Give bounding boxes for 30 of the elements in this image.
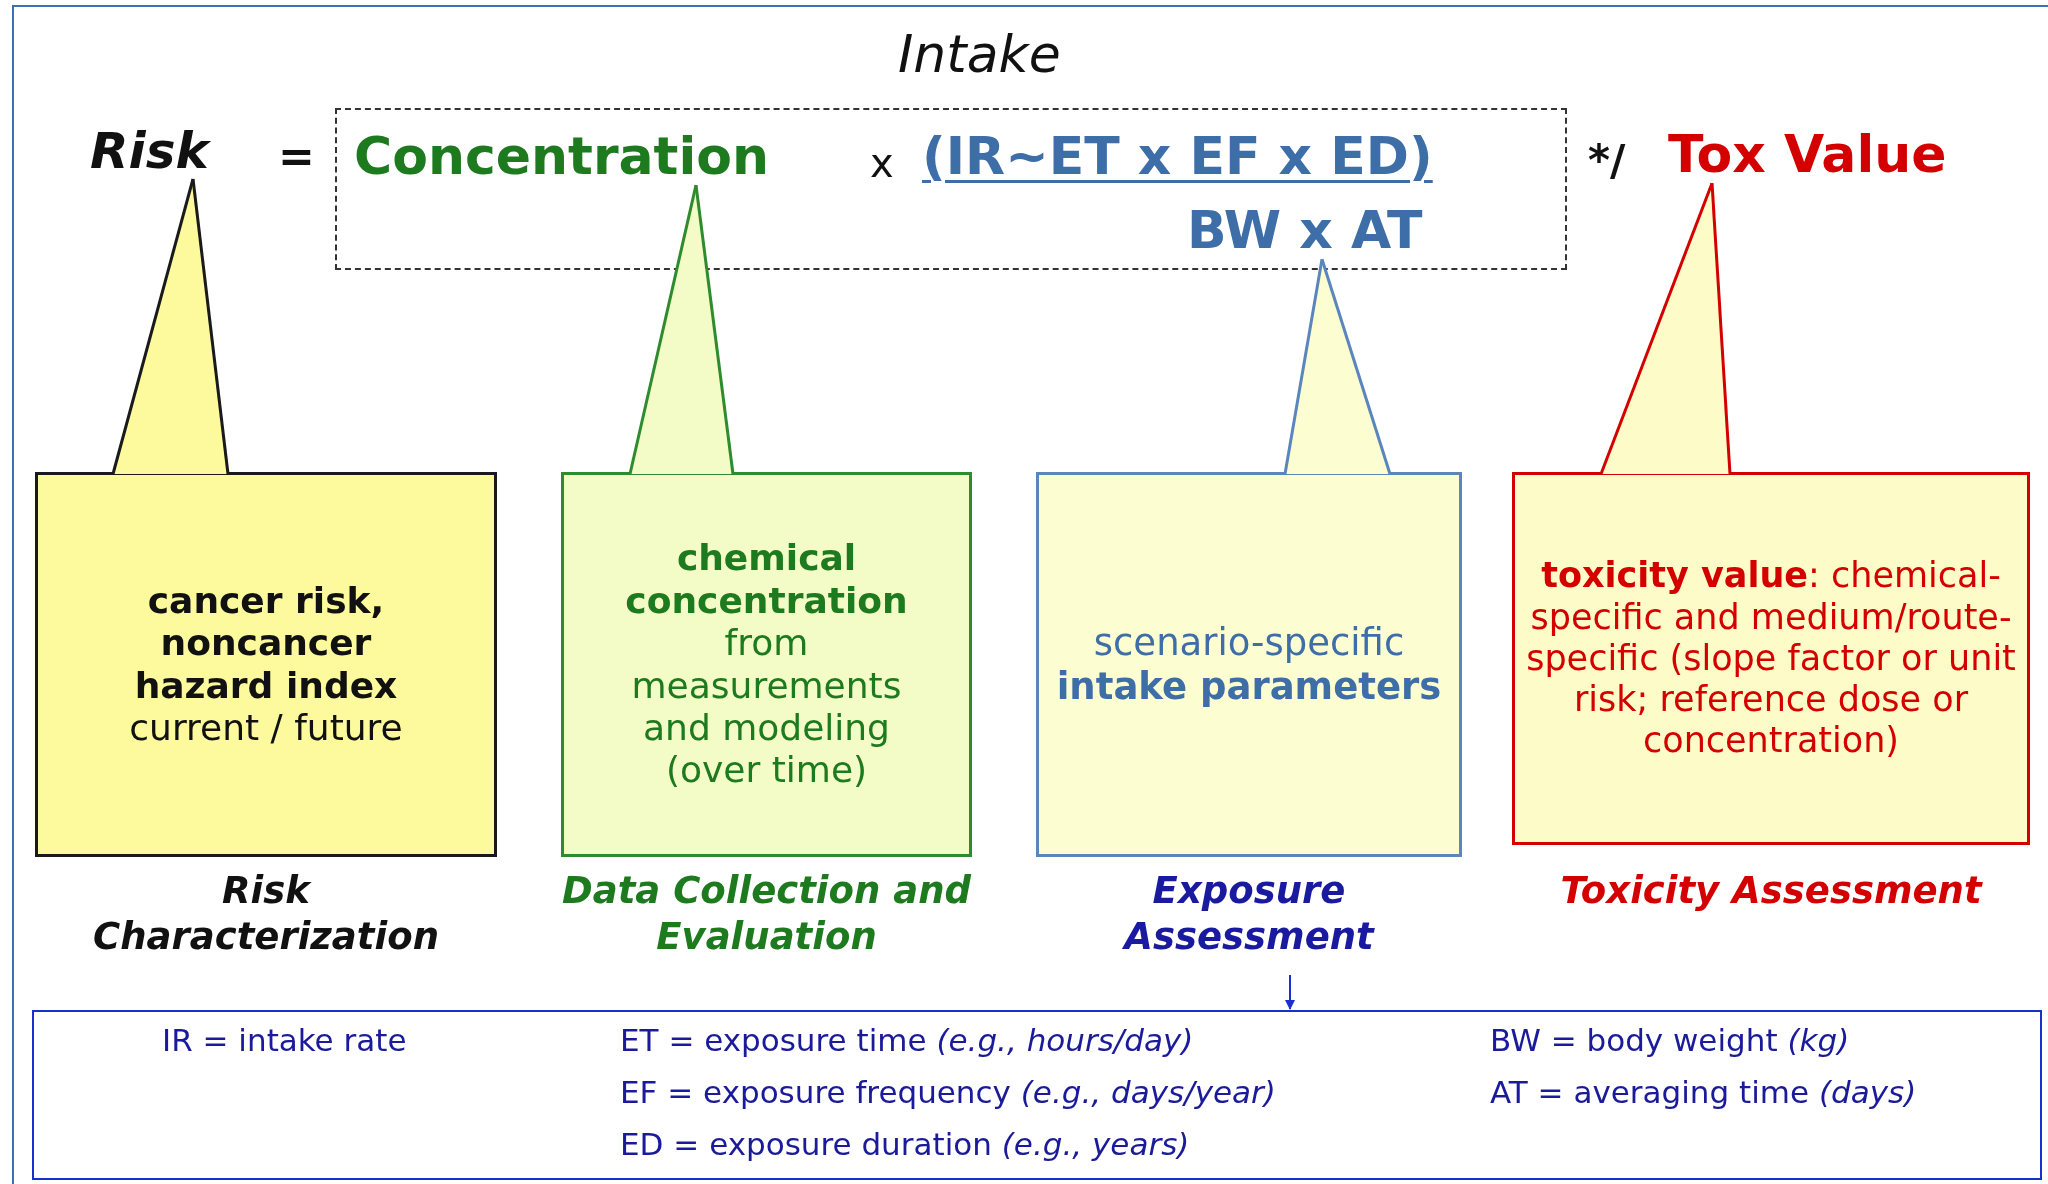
formula-term: Tox Value <box>1668 126 1947 184</box>
callout-text: scenario-specific <box>1093 620 1405 665</box>
callout-box <box>35 472 497 857</box>
callout-text: intake parameters <box>1056 664 1442 709</box>
operator-sign: x <box>870 140 894 186</box>
step-caption: Data Collection and Evaluation <box>561 868 973 961</box>
callout-text: toxicity value: chemical-specific and medium/route-specific (slope factor or unit risk; reference dose or concentration) <box>1525 555 2017 762</box>
step-caption: Toxicity Assessment <box>1559 868 1984 914</box>
step-caption: Risk Characterization <box>92 868 440 961</box>
callout-box <box>561 472 972 857</box>
definition-text: BW = body weight (kg) <box>1490 1022 1851 1060</box>
definition-text: EF = exposure frequency (e.g., days/year) <box>620 1074 1277 1112</box>
definition-text: ET = exposure time (e.g., hours/day) <box>620 1022 1195 1060</box>
operator-sign: = <box>278 130 315 181</box>
formula-term: Risk <box>90 124 209 179</box>
formula-label: Intake <box>898 24 1061 84</box>
callout-text: from measurements and modeling (over time) <box>630 622 903 792</box>
callout-box <box>1036 472 1462 857</box>
arrow <box>1285 974 1295 1010</box>
definition-text: IR = intake rate <box>162 1022 408 1060</box>
formula-term: Concentration <box>354 128 770 186</box>
definitions-box <box>32 1010 2042 1180</box>
definition-text: ED = exposure duration (e.g., years) <box>620 1126 1191 1164</box>
callout-box <box>1512 472 2030 845</box>
formula-term: BW x AT <box>1187 202 1423 260</box>
callout-text: current / future <box>129 706 403 750</box>
definition-text: AT = averaging time (days) <box>1490 1074 1918 1112</box>
step-caption: Exposure Assessment <box>1121 868 1376 961</box>
formula-term: (IR~ET x EF x ED) <box>922 128 1433 186</box>
operator-sign: */ <box>1588 136 1626 185</box>
